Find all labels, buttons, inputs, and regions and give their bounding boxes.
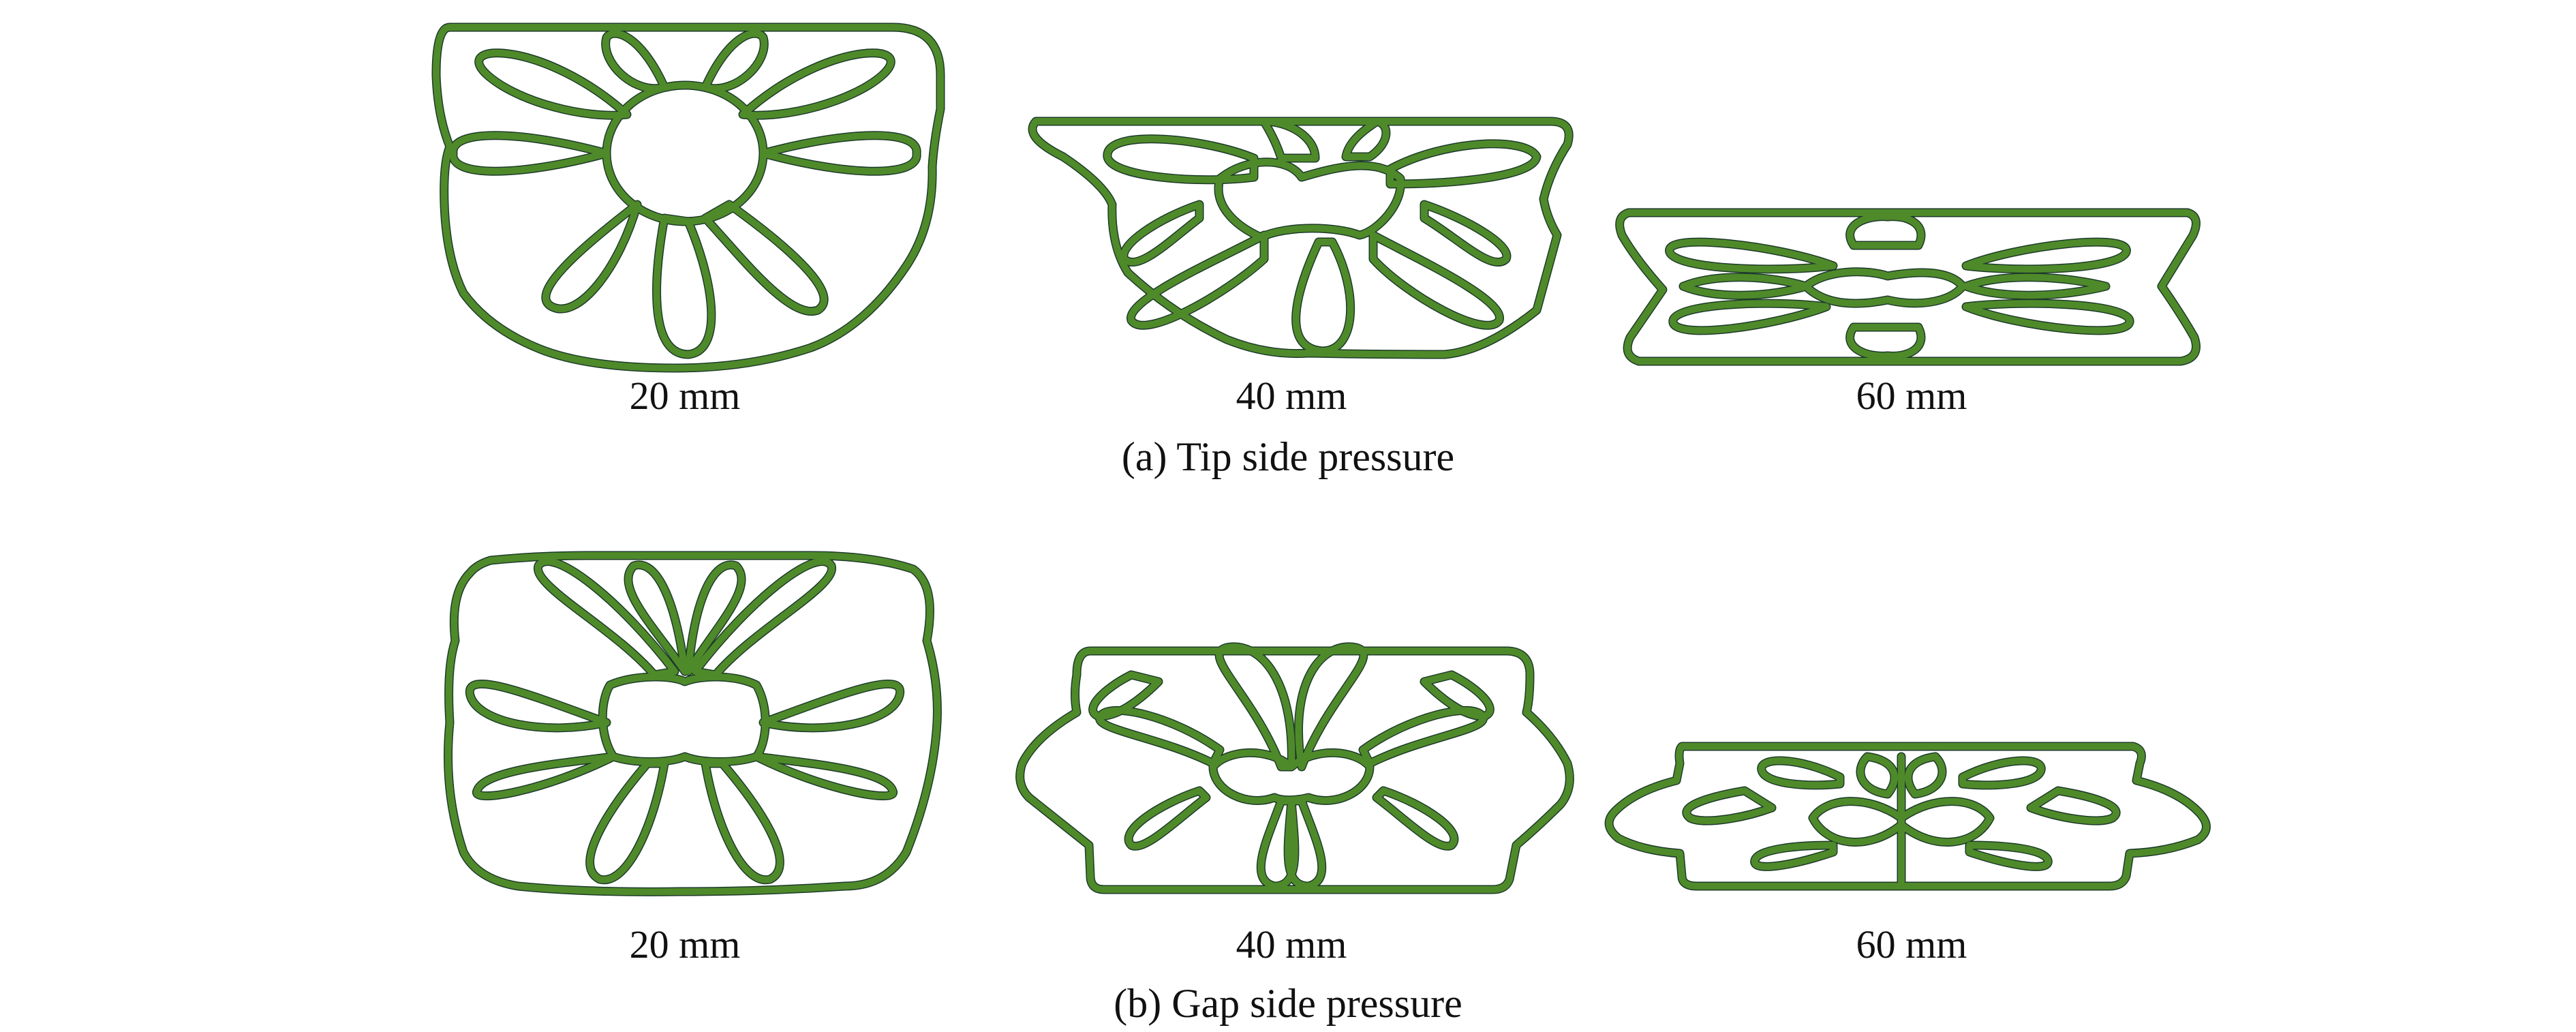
label-tip-60mm: 60 mm [1856,374,1967,418]
panel-tip-40mm [1032,121,1569,354]
panel-gap-20mm [448,556,938,892]
panel-gap-60mm [1609,746,2206,886]
panel-tip-60mm [1620,213,2196,361]
panel-gap-40mm [1020,647,1570,890]
label-tip-20mm: 20 mm [630,374,741,418]
label-gap-20mm: 20 mm [630,922,741,967]
label-gap-40mm: 40 mm [1236,922,1347,967]
label-gap-60mm: 60 mm [1856,922,1967,967]
panel-tip-20mm [436,27,940,368]
caption-gap-side-pressure: (b) Gap side pressure [1114,981,1462,1026]
label-tip-40mm: 40 mm [1236,374,1347,418]
caption-tip-side-pressure: (a) Tip side pressure [1122,434,1454,479]
